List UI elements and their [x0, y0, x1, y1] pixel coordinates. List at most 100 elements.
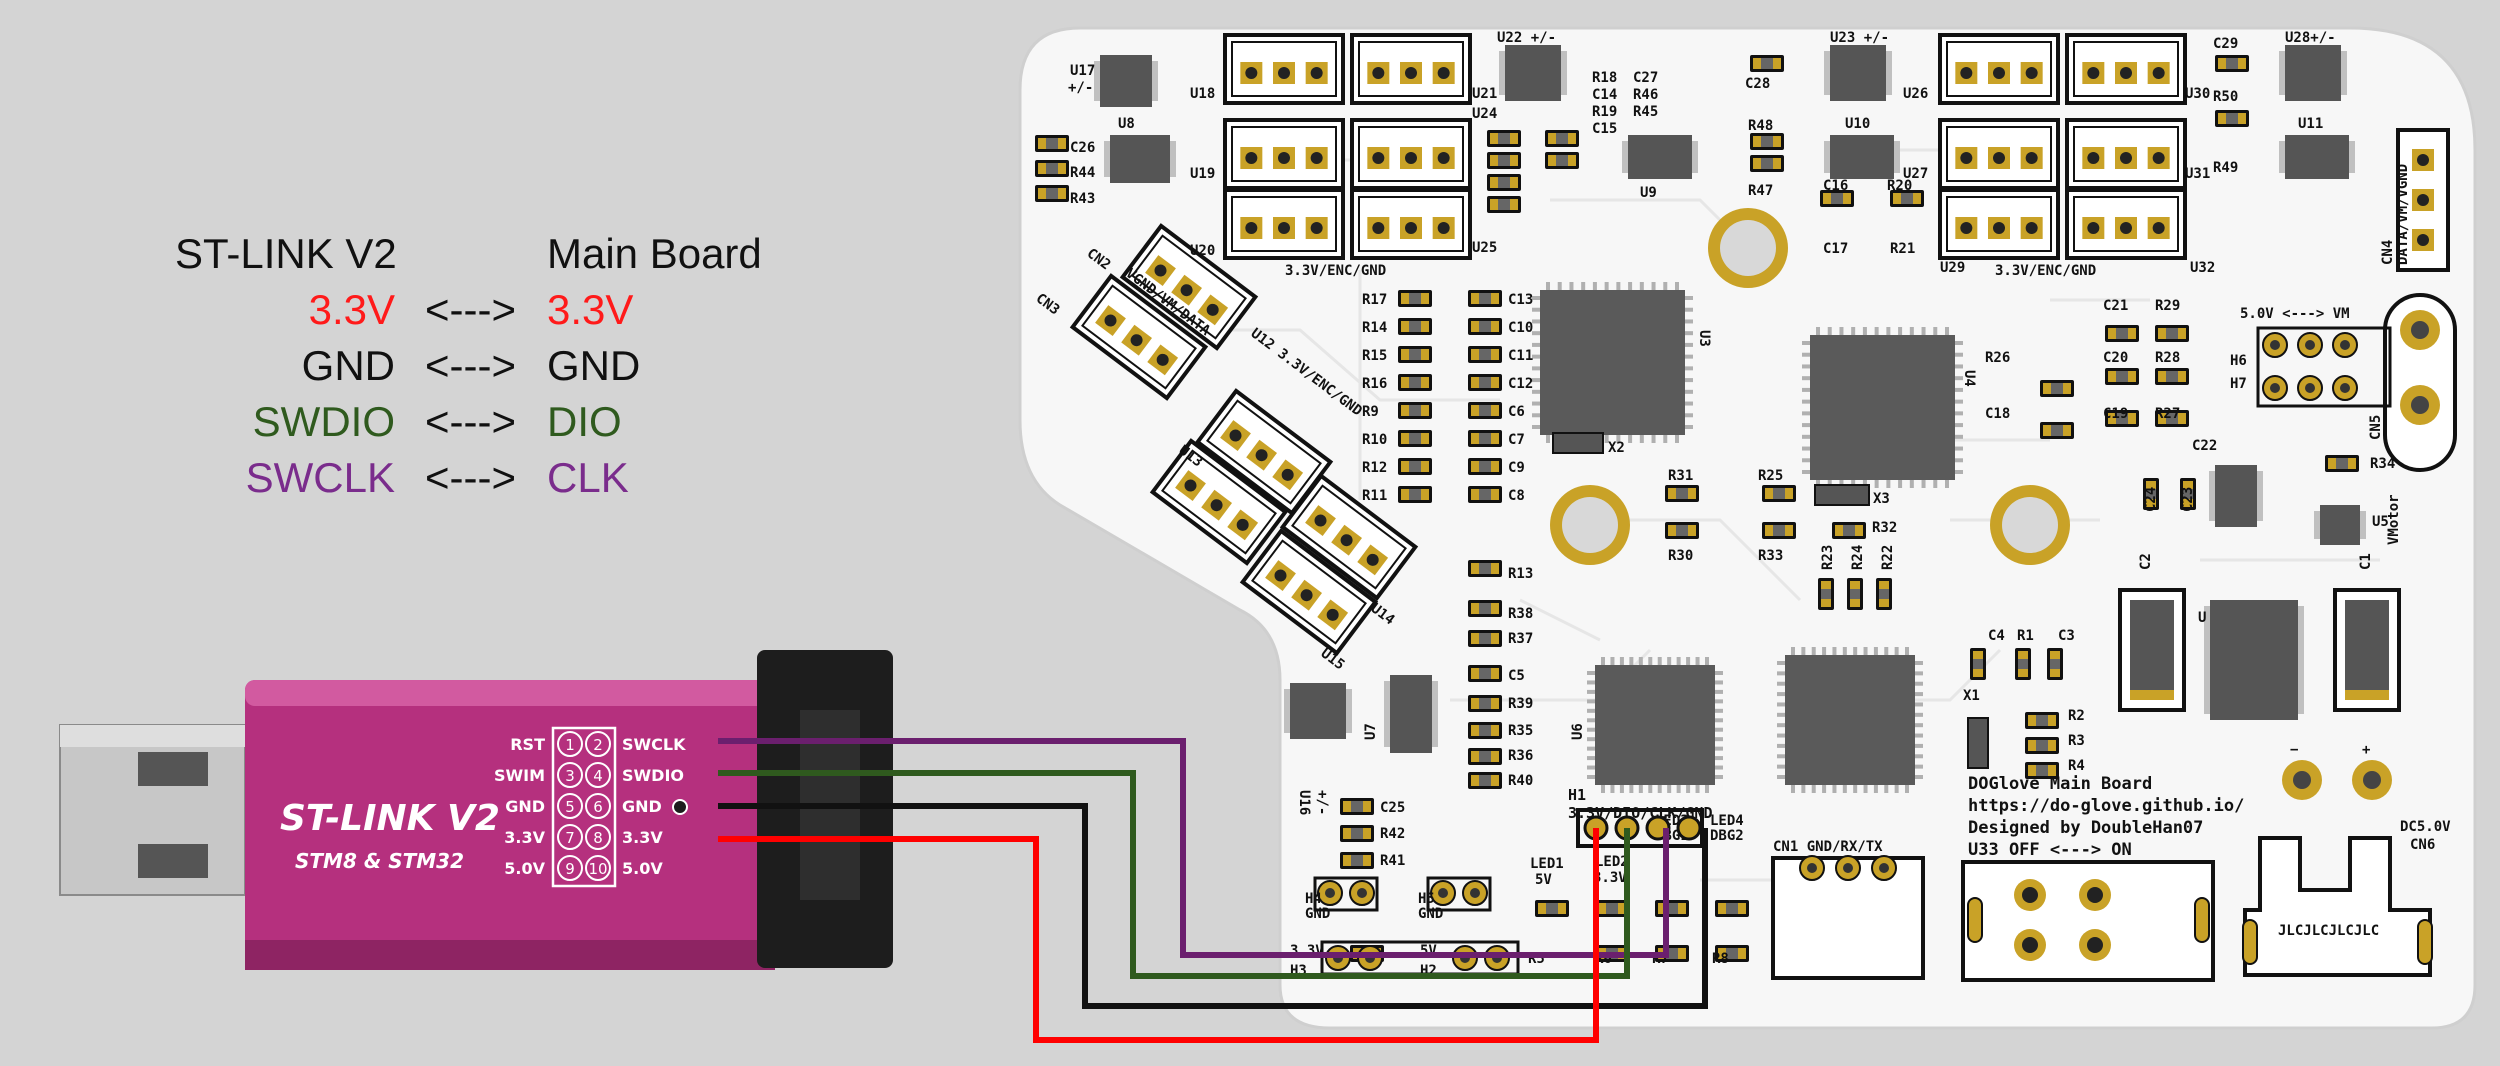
connector-pin-hole	[1310, 67, 1323, 79]
smd-passive	[1545, 152, 1579, 169]
ic-pin	[1532, 401, 1540, 406]
st-link-pin-number: 7	[565, 829, 575, 847]
passive-end	[2018, 669, 2028, 677]
ic-pin	[1909, 480, 1914, 488]
ic-pin	[1715, 727, 1723, 732]
connector-inner	[1946, 126, 2052, 182]
passive-body	[1666, 903, 1678, 914]
connector-pin-hole	[1156, 353, 1169, 366]
st-link-pin-label-right: SWDIO	[622, 766, 684, 785]
passive-end	[1773, 158, 1781, 169]
passive-end	[1850, 581, 1860, 589]
passive-body	[1479, 563, 1491, 574]
silk-label-c21: C21	[2103, 298, 2128, 314]
ic-pin	[1802, 411, 1810, 416]
ic-u4	[1802, 327, 1963, 488]
passive-body	[1773, 525, 1785, 536]
silk-label-u9: U9	[1640, 185, 1657, 201]
silk-label-c27: C27	[1633, 70, 1658, 86]
silk-label-c17: C17	[1823, 241, 1848, 257]
passive-body	[1409, 293, 1421, 304]
connector-pin-hole	[1366, 553, 1379, 566]
passive-end	[1568, 133, 1576, 144]
st-link-pinout-frame	[551, 726, 617, 888]
st-link-pin	[585, 793, 611, 819]
passive-body	[1831, 193, 1843, 204]
passive-end	[1471, 725, 1479, 736]
ic-pin	[1955, 446, 1963, 451]
smd-passive	[1487, 174, 1521, 191]
ic-pin	[1648, 657, 1653, 665]
smd-passive	[1468, 630, 1502, 647]
passive-end	[1490, 177, 1498, 188]
silk-label-cn1: CN1 GND/RX/TX	[1773, 839, 1883, 855]
sot-package	[1622, 135, 1698, 179]
silk-label-r9: R9	[1362, 404, 1379, 420]
ic-pin	[1945, 480, 1949, 488]
ic-pin	[1777, 671, 1785, 676]
silk-label-r36: R36	[1508, 748, 1533, 764]
mapping-row-left-swdio: SWDIO	[253, 398, 395, 445]
connector-pin-hole	[2087, 152, 2100, 164]
smd-passive	[1468, 748, 1502, 765]
silk-label-c25: C25	[1380, 800, 1405, 816]
silk-label-u24: U24	[1472, 106, 1497, 122]
ic-pin	[1842, 647, 1847, 655]
silk-label-c23: C23	[2180, 487, 2196, 512]
connector-inner	[1358, 41, 1464, 97]
passive-end	[1491, 775, 1499, 786]
smd-passive	[1715, 900, 1749, 917]
connector-pin-hole	[2152, 67, 2165, 79]
silk-label-r28: R28	[2155, 350, 2180, 366]
passive-end	[1421, 461, 1429, 472]
mapping-row-arrow-swdio: <--->	[425, 398, 516, 445]
ic-pin	[1884, 647, 1889, 655]
smd-passive	[1818, 578, 1834, 610]
ic-pin	[1587, 680, 1595, 685]
jst-connector	[1119, 223, 1259, 351]
smd-passive	[1340, 852, 1374, 869]
h1-pin-gnd	[1676, 815, 1702, 841]
connector-pin-hole	[2120, 67, 2132, 79]
ic-pin	[1839, 327, 1844, 335]
silk-label-dc: DC5.0V	[2400, 819, 2451, 835]
silk-label-r18: R18	[1592, 70, 1617, 86]
connector-pin-hole	[1372, 67, 1385, 79]
ic-pin	[1685, 296, 1693, 300]
mapping-row-left-swclk: SWCLK	[246, 454, 395, 501]
silk-label-u23: U23 +/-	[1830, 30, 1889, 46]
st-link-pin	[585, 762, 611, 788]
header-pad-hole	[1325, 888, 1335, 898]
passive-end	[1510, 133, 1518, 144]
passive-body	[1479, 461, 1491, 472]
silk-label-enc1: 3.3V/ENC/GND	[1285, 263, 1386, 279]
ic-pin	[1715, 708, 1723, 713]
passive-end	[1753, 136, 1761, 147]
ic-pin	[1685, 425, 1693, 429]
jst-connector	[1223, 188, 1345, 260]
smd-passive	[2105, 410, 2139, 427]
smd-passive	[1468, 695, 1502, 712]
sot-body	[1110, 135, 1170, 183]
connector-pin-hole	[1245, 67, 1258, 79]
passive-end	[1058, 188, 1066, 199]
ic-pin	[1777, 775, 1785, 779]
silk-label-h7: H7	[2230, 376, 2247, 392]
passive-body	[1409, 405, 1421, 416]
passive-end	[1343, 855, 1351, 866]
silk-label-u17b: +/-	[1068, 80, 1093, 96]
silk-label-u25: U25	[1472, 240, 1497, 256]
ic-pin	[1619, 657, 1624, 665]
passive-body	[1046, 188, 1058, 199]
smd-passive	[1487, 152, 1521, 169]
smd-passive	[2155, 325, 2189, 342]
dc-jack-pad-hole	[2293, 771, 2311, 789]
ic-pin	[1802, 423, 1810, 428]
silk-label-c24: C24	[2143, 487, 2159, 512]
connector-pin-hole	[1372, 152, 1385, 164]
passive-end	[1401, 293, 1409, 304]
passive-body	[1479, 405, 1491, 416]
silk-label-c26: C26	[1070, 140, 1095, 156]
connector-pin-hole	[1245, 152, 1258, 164]
